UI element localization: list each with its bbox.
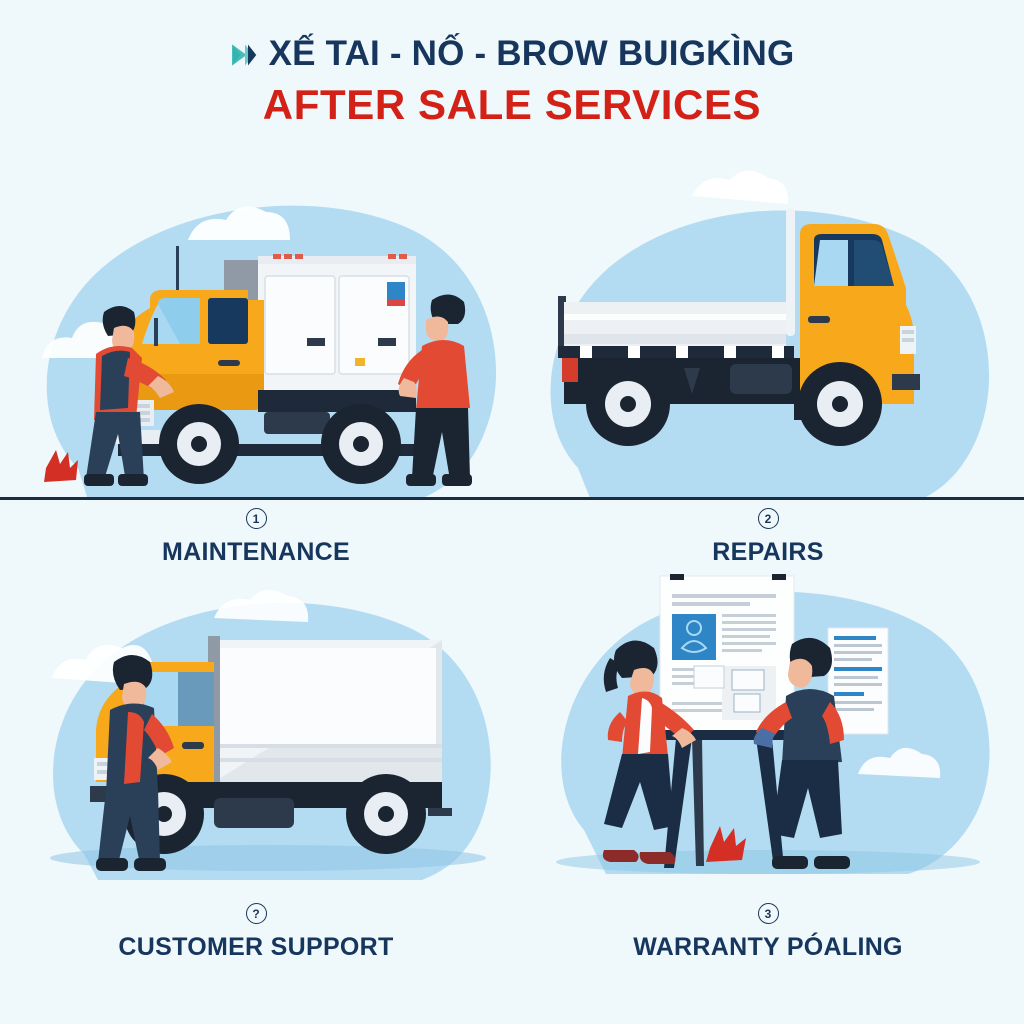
worker-left	[84, 306, 174, 486]
caption-customer-support: ? CUSTOMER SUPPORT	[0, 903, 512, 962]
caption-maintenance: 1 MAINTENANCE	[0, 508, 512, 567]
panel-warranty[interactable]	[524, 562, 1012, 898]
worker-right	[398, 294, 472, 486]
badge-number-3: ?	[245, 903, 267, 924]
badge-number-4: 3	[757, 903, 779, 924]
illustration-customer-support	[18, 562, 512, 898]
ground-line	[0, 497, 1024, 500]
service-panel-grid: 1 MAINTENANCE 2 REPAIRS ? CUSTOMER SUPPO…	[0, 168, 1024, 1024]
presenter-woman	[602, 640, 696, 864]
badge-number-2: 2	[757, 508, 779, 529]
caption-label-repairs: REPAIRS	[712, 538, 824, 566]
caption-label-warranty: WARRANTY PÓALING	[633, 933, 903, 961]
title-text-primary: XẾ TAI - NỐ - BROW BUIGKÌNG	[268, 34, 795, 73]
illustration-repairs	[524, 168, 1012, 508]
caption-label-customer-support: CUSTOMER SUPPORT	[118, 933, 394, 961]
panel-repairs[interactable]	[524, 168, 1012, 508]
caption-warranty: 3 WARRANTY PÓALING	[512, 903, 1024, 962]
illustration-warranty	[524, 562, 1012, 898]
brand-m-logo-icon	[230, 39, 260, 69]
poster-header: XẾ TAI - NỐ - BROW BUIGKÌNG AFTER SALE S…	[0, 34, 1024, 129]
caption-repairs: 2 REPAIRS	[512, 508, 1024, 567]
badge-number-1: 1	[245, 508, 267, 529]
caption-label-maintenance: MAINTENANCE	[161, 538, 351, 566]
panel-maintenance[interactable]	[18, 168, 512, 508]
presenter-man	[753, 637, 850, 869]
title-line-primary: XẾ TAI - NỐ - BROW BUIGKÌNG	[0, 34, 1024, 74]
panel-customer-support[interactable]	[18, 562, 512, 898]
illustration-maintenance	[18, 168, 512, 508]
worker-front-door	[96, 655, 174, 871]
title-text-secondary: AFTER SALE SERVICES	[262, 81, 762, 128]
